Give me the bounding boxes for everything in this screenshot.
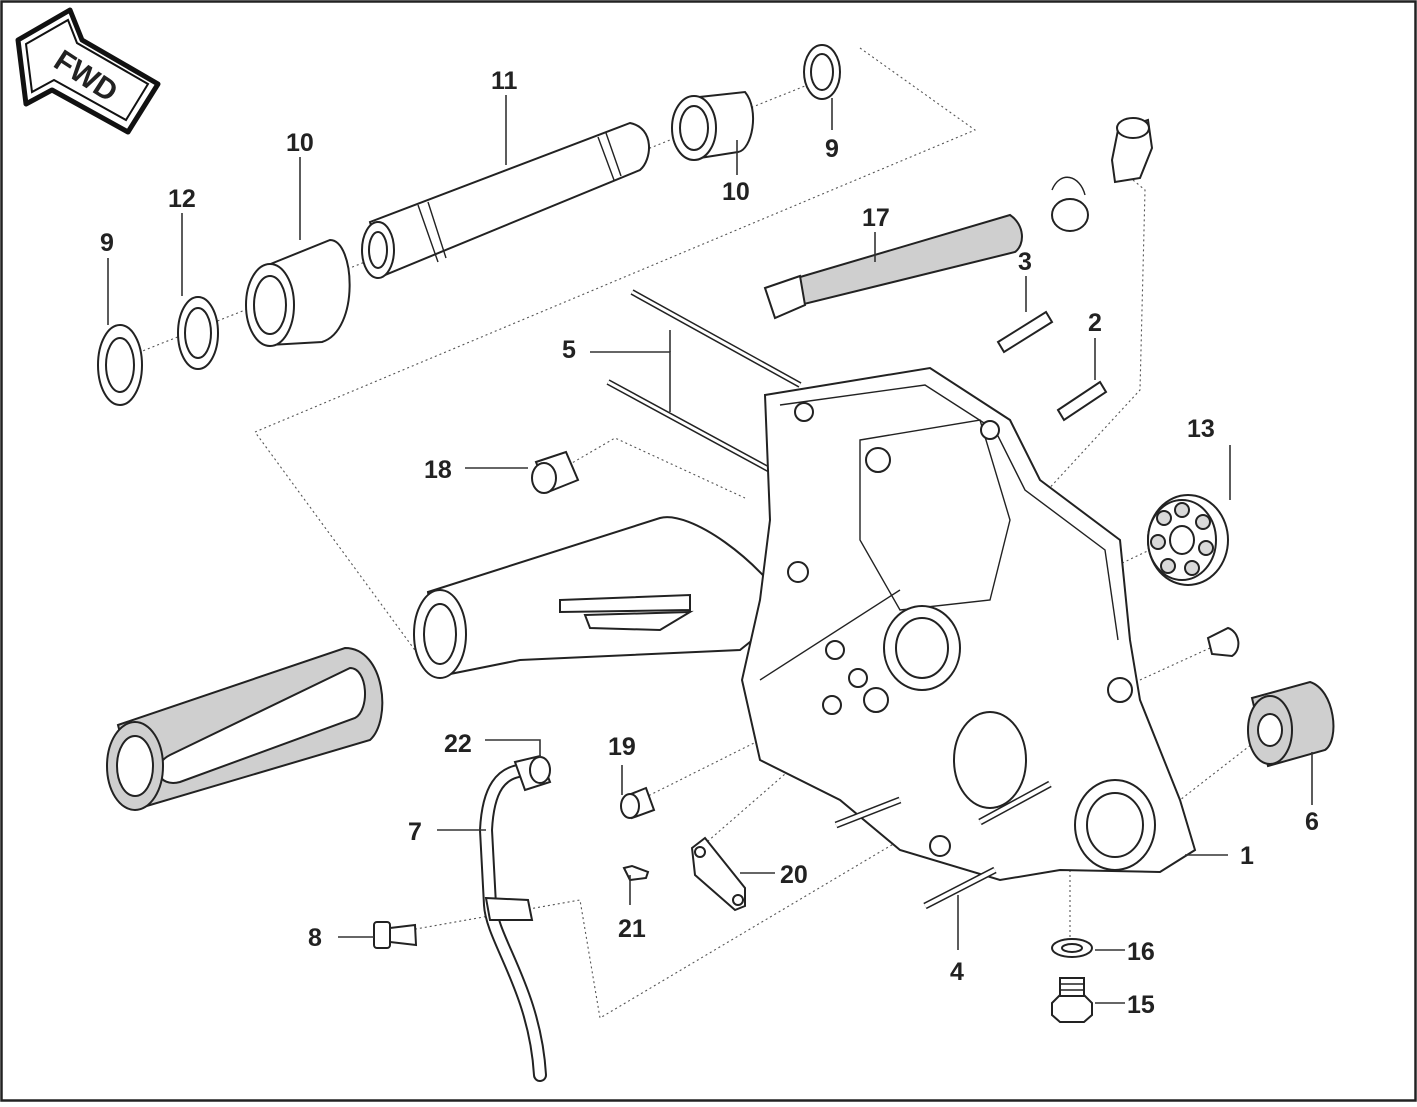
part-1-crankcase [740, 366, 1197, 882]
callout-11: 11 [491, 67, 518, 95]
part-18-dowel [531, 450, 580, 494]
callout-4: 4 [950, 958, 964, 986]
part-13-bearing [1147, 494, 1229, 586]
part-6-spacer [1247, 680, 1335, 768]
part-3-stud [996, 310, 1054, 354]
rubber-boot [106, 646, 384, 811]
part-17-hose [763, 213, 1023, 320]
callout-18: 18 [424, 456, 452, 484]
part-4-studs [834, 780, 1052, 910]
part-9-washer-right [803, 44, 841, 100]
callout-3: 3 [1018, 248, 1032, 276]
callout-2: 2 [1088, 309, 1102, 337]
part-9-washer-left [97, 324, 143, 406]
part-12-washer [177, 296, 219, 370]
swingarm [413, 516, 792, 679]
callout-22: 22 [444, 730, 472, 758]
callout-10-right: 10 [722, 178, 750, 206]
callout-13: 13 [1187, 415, 1215, 443]
part-20-cover-plate [690, 836, 746, 912]
callout-9-left: 9 [100, 229, 114, 257]
part-21-screw [622, 864, 650, 882]
hose-clip [1051, 176, 1089, 232]
callout-16: 16 [1127, 938, 1155, 966]
callout-19: 19 [608, 733, 636, 761]
callout-5: 5 [562, 336, 576, 364]
part-16-washer [1051, 938, 1093, 958]
callout-10-left: 10 [286, 129, 314, 157]
part-19-dowel [620, 786, 656, 820]
callout-8: 8 [308, 924, 322, 952]
callout-1: 1 [1240, 842, 1254, 870]
callout-9-right: 9 [825, 135, 839, 163]
part-22-fitting [513, 754, 552, 792]
part-2-stud [1056, 380, 1108, 422]
callout-12: 12 [168, 185, 196, 213]
hose-clamp-small [1206, 626, 1240, 658]
hose-elbow-fitting [1110, 117, 1154, 184]
part-15-drain-bolt [1051, 977, 1093, 1023]
leader-lines [107, 95, 1313, 1004]
part-5-studs [606, 289, 802, 473]
callout-15: 15 [1127, 991, 1155, 1019]
callout-labels: 1 2 3 4 5 6 7 8 9 9 10 10 11 12 13 15 16… [100, 67, 1319, 1019]
part-11-pivot-shaft [361, 121, 650, 279]
callout-21: 21 [618, 915, 646, 943]
fwd-arrow-badge: FWD [15, 7, 161, 135]
part-8-bolt [373, 921, 418, 949]
part-7-breather-pipe [478, 763, 547, 1082]
callout-17: 17 [862, 204, 890, 232]
part-10-bushing-right [671, 90, 754, 161]
callout-7: 7 [408, 818, 422, 846]
part-10-bushing-left [245, 238, 351, 347]
callout-20: 20 [780, 861, 808, 889]
callout-6: 6 [1305, 808, 1319, 836]
